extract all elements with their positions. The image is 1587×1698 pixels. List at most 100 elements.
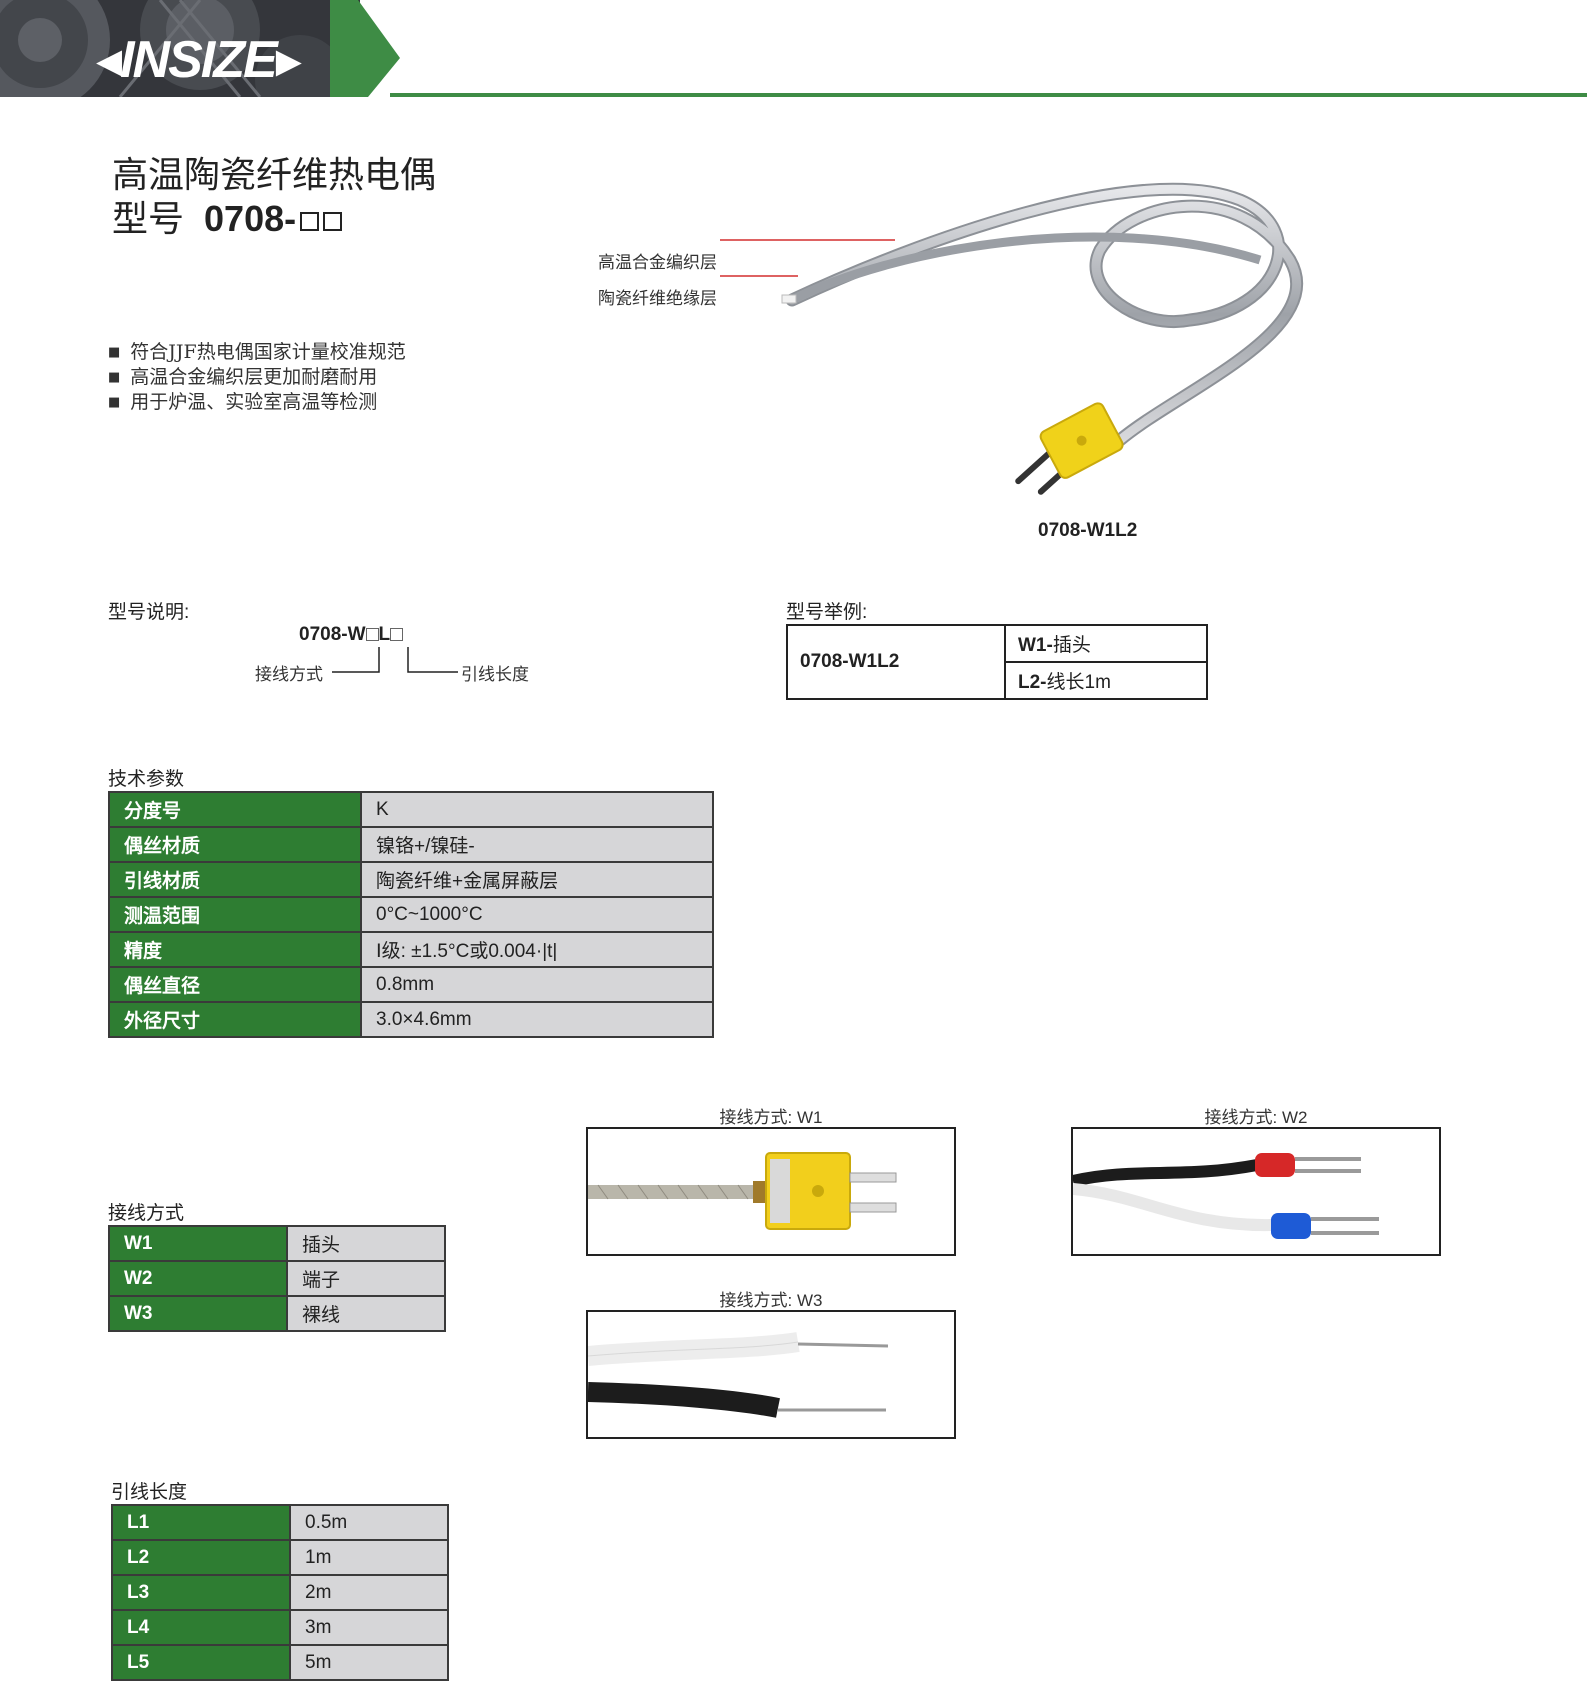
placeholder-box-icon	[390, 628, 404, 641]
w2-caption: 接线方式: W2	[1204, 1108, 1308, 1127]
wiring-value: 端子	[286, 1260, 446, 1297]
example-code: 0708-W1L2	[786, 624, 1006, 700]
bare-wire-icon	[588, 1332, 889, 1418]
machinery-photo-icon	[0, 0, 360, 97]
placeholder-box-icon	[300, 212, 320, 231]
feature-list: 符合JJF热电偶国家计量校准规范 高温合金编织层更加耐磨耐用 用于炉温、实验室高…	[108, 340, 406, 415]
placeholder-box-icon	[365, 628, 379, 641]
param-key: 引线材质	[108, 861, 362, 898]
example-part: W1-插头	[1004, 624, 1208, 663]
wiring-value: 裸线	[286, 1295, 446, 1332]
logo-arrow-left-icon: ◂	[96, 31, 122, 89]
param-value: 3.0×4.6mm	[360, 1001, 714, 1038]
length-value: 5m	[289, 1644, 449, 1681]
length-key: L5	[111, 1644, 291, 1681]
length-key: L1	[111, 1504, 291, 1541]
explanation-connector-lines	[332, 647, 458, 673]
param-value: 镍铬+/镍硅-	[360, 826, 714, 863]
product-image-caption: 0708-W1L2	[1038, 520, 1138, 541]
code-mid: L	[378, 624, 391, 645]
wiring-method-label: 接线方式	[255, 665, 323, 685]
banner-photo	[0, 0, 360, 97]
length-key: L2	[111, 1539, 291, 1576]
example-part-code: L2-	[1018, 672, 1047, 693]
model-explanation-code: 0708-W L	[299, 624, 404, 646]
w3-caption: 接线方式: W3	[719, 1291, 823, 1310]
example-part: L2-线长1m	[1004, 661, 1208, 700]
wiring-key: W1	[108, 1225, 288, 1262]
product-model: 型号 0708-	[112, 190, 343, 242]
model-label: 型号	[112, 198, 185, 239]
feature-item: 高温合金编织层更加耐磨耐用	[108, 365, 406, 390]
model-explanation-label: 型号说明:	[108, 602, 190, 623]
wiring-key: W2	[108, 1260, 288, 1297]
lead-length-label: 引线长度	[461, 665, 529, 685]
length-value: 2m	[289, 1574, 449, 1611]
param-key: 精度	[108, 931, 362, 968]
brand-logo: ◂INSIZE▸	[96, 30, 302, 90]
placeholder-box-icon	[323, 212, 343, 231]
length-value: 0.5m	[289, 1504, 449, 1541]
model-example-label: 型号举例:	[786, 602, 868, 623]
param-key: 偶丝直径	[108, 966, 362, 1003]
param-value: 陶瓷纤维+金属屏蔽层	[360, 861, 714, 898]
logo-arrow-right-icon: ▸	[275, 31, 302, 89]
param-key: 测温范围	[108, 896, 362, 933]
length-key: L4	[111, 1609, 291, 1646]
param-value: K	[360, 791, 714, 828]
w1-caption: 接线方式: W1	[719, 1108, 823, 1127]
length-value: 3m	[289, 1609, 449, 1646]
lead-length-section-label: 引线长度	[111, 1482, 188, 1503]
param-value: 0°C~1000°C	[360, 896, 714, 933]
table-row: 0708-W1L2 W1-插头	[786, 624, 1208, 700]
code-prefix: 0708-W	[299, 624, 366, 645]
w3-image	[586, 1310, 956, 1439]
table-row: 偶丝材质镍铬+/镍硅-	[108, 826, 714, 863]
length-value: 1m	[289, 1539, 449, 1576]
thermocouple-photo	[720, 182, 1304, 495]
spade-terminal-icon	[1073, 1153, 1379, 1239]
length-key: L3	[111, 1574, 291, 1611]
banner-arrow-shape	[330, 0, 400, 97]
tech-params-label: 技术参数	[108, 769, 185, 790]
feature-item: 符合JJF热电偶国家计量校准规范	[108, 340, 405, 365]
param-key: 偶丝材质	[108, 826, 362, 863]
w2-image	[1071, 1127, 1441, 1256]
plug-connector-icon	[588, 1152, 897, 1230]
banner-rule	[390, 93, 1587, 97]
example-part-code: W1-	[1018, 635, 1053, 656]
wiring-value: 插头	[286, 1225, 446, 1262]
product-title: 高温陶瓷纤维热电偶	[112, 154, 437, 195]
wiring-key: W3	[108, 1295, 288, 1332]
param-key: 外径尺寸	[108, 1001, 362, 1038]
callout-braid-layer: 高温合金编织层	[598, 253, 717, 273]
callout-insulation-layer: 陶瓷纤维绝缘层	[598, 289, 717, 309]
model-example-table: 0708-W1L2 W1-插头 L2-线长1m	[786, 624, 1208, 700]
feature-item: 用于炉温、实验室高温等检测	[108, 390, 406, 415]
wiring-label: 接线方式	[108, 1203, 185, 1224]
logo-text: INSIZE	[120, 31, 278, 89]
table-row: L2-线长1m	[787, 661, 1208, 700]
w1-image	[586, 1127, 956, 1256]
model-code: 0708-	[204, 198, 297, 239]
param-key: 分度号	[108, 791, 362, 828]
param-value: 0.8mm	[360, 966, 714, 1003]
example-part-text: 插头	[1052, 635, 1091, 656]
example-part-text: 线长1m	[1046, 672, 1111, 693]
param-value: Ⅰ级: ±1.5°C或0.004·|t|	[360, 931, 714, 968]
